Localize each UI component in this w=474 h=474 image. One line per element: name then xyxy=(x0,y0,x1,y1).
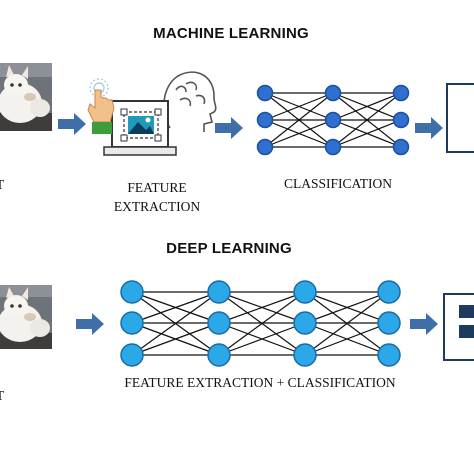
dl-node-3-2 xyxy=(378,344,400,366)
ml-node-2-2 xyxy=(394,140,409,155)
combined-caption: FEATURE EXTRACTION + CLASSIFICATION xyxy=(80,373,440,392)
dl-node-1-0 xyxy=(208,281,230,303)
dl-node-2-1 xyxy=(294,312,316,334)
arrow-input-to-feature-ml xyxy=(58,113,86,135)
dl-node-0-2 xyxy=(121,344,143,366)
feature-caption-line1: FEATURE xyxy=(98,178,216,197)
dl-node-1-1 xyxy=(208,312,230,334)
dl-node-1-2 xyxy=(208,344,230,366)
arrow-feature-to-classification xyxy=(215,117,243,139)
feature-extraction-illustration xyxy=(88,72,216,155)
dl-node-0-0 xyxy=(121,281,143,303)
ml-node-2-1 xyxy=(394,113,409,128)
ml-node-0-0 xyxy=(258,86,273,101)
output-caption-ml: O xyxy=(450,174,474,193)
monitor-icon xyxy=(104,101,176,155)
ml-node-2-0 xyxy=(394,86,409,101)
dl-node-2-2 xyxy=(294,344,316,366)
output-caption-dl: O xyxy=(452,373,474,392)
arrow-classification-to-output-ml xyxy=(415,117,443,139)
feature-extraction-caption: FEATURE EXTRACTION xyxy=(98,178,216,216)
classification-caption: CLASSIFICATION xyxy=(258,174,418,193)
input-caption-ml: T xyxy=(0,175,14,194)
ml-node-1-1 xyxy=(326,113,341,128)
dl-node-2-0 xyxy=(294,281,316,303)
output-box-dl xyxy=(443,293,474,361)
dl-node-3-1 xyxy=(378,312,400,334)
brain-head-icon xyxy=(164,72,216,132)
ml-node-0-2 xyxy=(258,140,273,155)
arrow-network-to-output-dl xyxy=(410,313,438,335)
output-bar-2 xyxy=(459,325,474,338)
input-caption-dl: T xyxy=(0,386,14,405)
dl-node-0-1 xyxy=(121,312,143,334)
ml-node-1-2 xyxy=(326,140,341,155)
output-bar-1 xyxy=(459,305,474,318)
feature-caption-line2: EXTRACTION xyxy=(98,197,216,216)
dl-node-3-0 xyxy=(378,281,400,303)
ml-neural-network xyxy=(258,86,409,155)
dl-neural-network xyxy=(121,281,400,366)
output-box-ml xyxy=(446,83,474,153)
arrow-input-to-network-dl xyxy=(76,313,104,335)
ml-node-1-0 xyxy=(326,86,341,101)
hand-pointer-icon xyxy=(88,79,114,134)
ml-node-0-1 xyxy=(258,113,273,128)
